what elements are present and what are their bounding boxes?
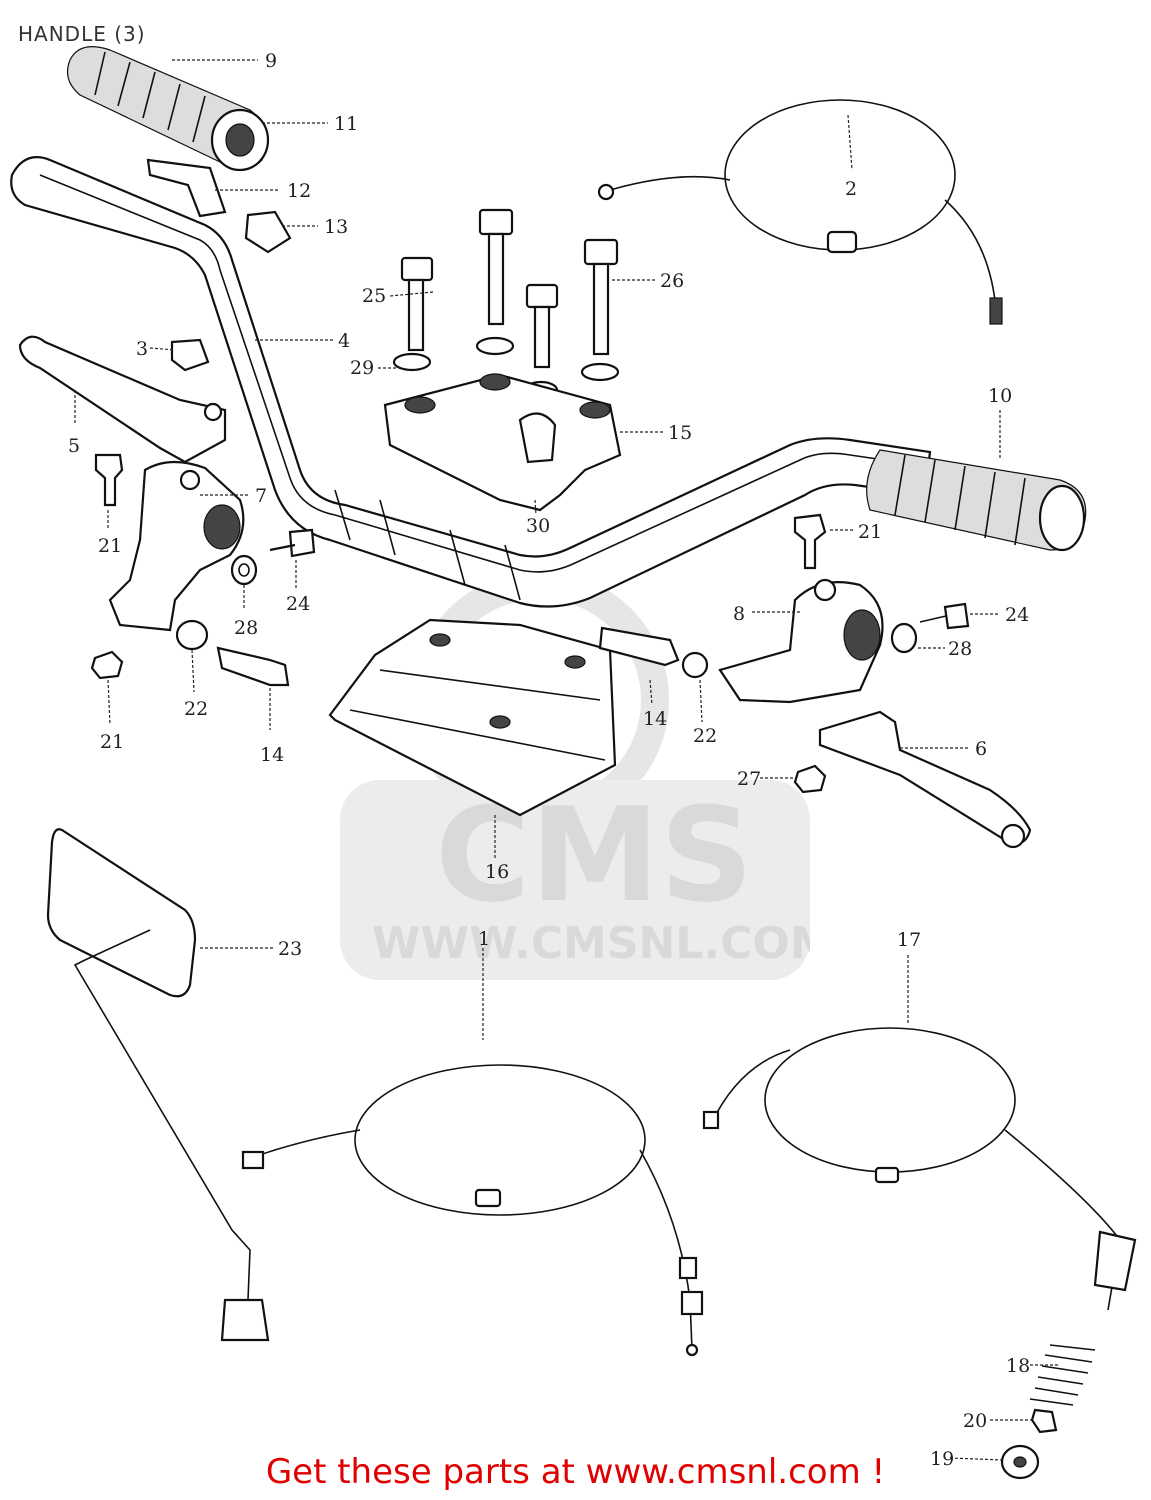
callout-4: 4 [338, 330, 350, 352]
throttle-cable [597, 99, 1003, 325]
nut-21-left [90, 650, 124, 680]
callout-29: 29 [350, 357, 374, 379]
callout-6: 6 [975, 738, 987, 760]
nut-19 [1000, 1444, 1040, 1480]
callout-10: 10 [988, 385, 1012, 407]
footer-promo-text[interactable]: Get these parts at www.cmsnl.com ! [265, 1452, 886, 1492]
callout-14-b: 14 [643, 708, 667, 730]
callout-30: 30 [526, 515, 550, 537]
watermark-brand: CMS [435, 779, 753, 931]
left-lever-bracket [108, 460, 245, 632]
callout-21-b: 21 [100, 731, 124, 753]
callout-22-b: 22 [693, 725, 717, 747]
cms-watermark-logo: CMS WWW.CMSNL.COM [340, 580, 810, 980]
right-lever-bracket [718, 578, 884, 704]
pin-20 [1030, 1408, 1058, 1434]
callout-18: 18 [1006, 1355, 1030, 1377]
callout-15: 15 [668, 422, 692, 444]
watermark-url: WWW.CMSNL.COM [372, 918, 810, 969]
adjuster-14-left [216, 646, 290, 687]
callout-3: 3 [136, 338, 148, 360]
callout-7: 7 [255, 485, 267, 507]
callout-17: 17 [897, 929, 921, 951]
callout-19: 19 [930, 1448, 954, 1470]
callout-23: 23 [278, 938, 302, 960]
left-grip [67, 46, 270, 172]
small-nut [170, 338, 210, 372]
callout-11: 11 [334, 113, 358, 135]
callout-28-b: 28 [948, 638, 972, 660]
adjuster-14-right [598, 626, 680, 667]
callout-24-b: 24 [1005, 604, 1029, 626]
bolt-26-a [478, 208, 514, 326]
mirror [46, 828, 270, 1342]
callout-8: 8 [733, 603, 745, 625]
washer-28-left [230, 554, 258, 586]
lower-handle-holder [328, 618, 617, 817]
callout-25: 25 [362, 285, 386, 307]
clutch-cable [241, 1064, 704, 1357]
throttle-slider [146, 158, 227, 218]
washer-28-right [890, 622, 918, 654]
callout-13: 13 [324, 216, 348, 238]
screw-24-left [269, 528, 316, 558]
nut-22-right [681, 651, 709, 679]
callout-labels: 9 11 12 13 2 4 3 5 7 21 24 28 22 14 21 2… [68, 50, 1030, 1470]
callout-27: 27 [737, 768, 761, 790]
bolt-26-b [525, 283, 559, 369]
callout-24-a: 24 [286, 593, 310, 615]
callout-12: 12 [287, 180, 311, 202]
nut-22-left [175, 619, 209, 651]
callout-2: 2 [845, 178, 857, 200]
callout-16: 16 [485, 861, 509, 883]
callout-26: 26 [660, 270, 684, 292]
callout-20: 20 [963, 1410, 987, 1432]
right-grip [866, 449, 1087, 552]
brake-cable [702, 1027, 1137, 1311]
callout-28-a: 28 [234, 617, 258, 639]
spring-18 [1029, 1344, 1096, 1406]
leader-lines [74, 59, 1060, 1461]
screw-24-right [919, 602, 970, 630]
brake-lever [818, 710, 1032, 849]
callout-14-a: 14 [260, 744, 284, 766]
clutch-lever [18, 335, 227, 464]
bolt-26-c [583, 238, 619, 356]
callout-21-c: 21 [858, 521, 882, 543]
callout-9: 9 [265, 50, 277, 72]
bolt-25 [400, 256, 434, 352]
slider-cap [244, 210, 292, 254]
callout-21-a: 21 [98, 535, 122, 557]
diagram-title: HANDLE (3) [18, 22, 146, 46]
callout-1: 1 [478, 928, 490, 950]
callout-5: 5 [68, 435, 80, 457]
callout-22-a: 22 [184, 698, 208, 720]
bolt-21-right [793, 513, 827, 570]
nut-27 [793, 764, 827, 794]
upper-handle-holder [383, 373, 622, 512]
bolt-21-left [94, 453, 124, 507]
